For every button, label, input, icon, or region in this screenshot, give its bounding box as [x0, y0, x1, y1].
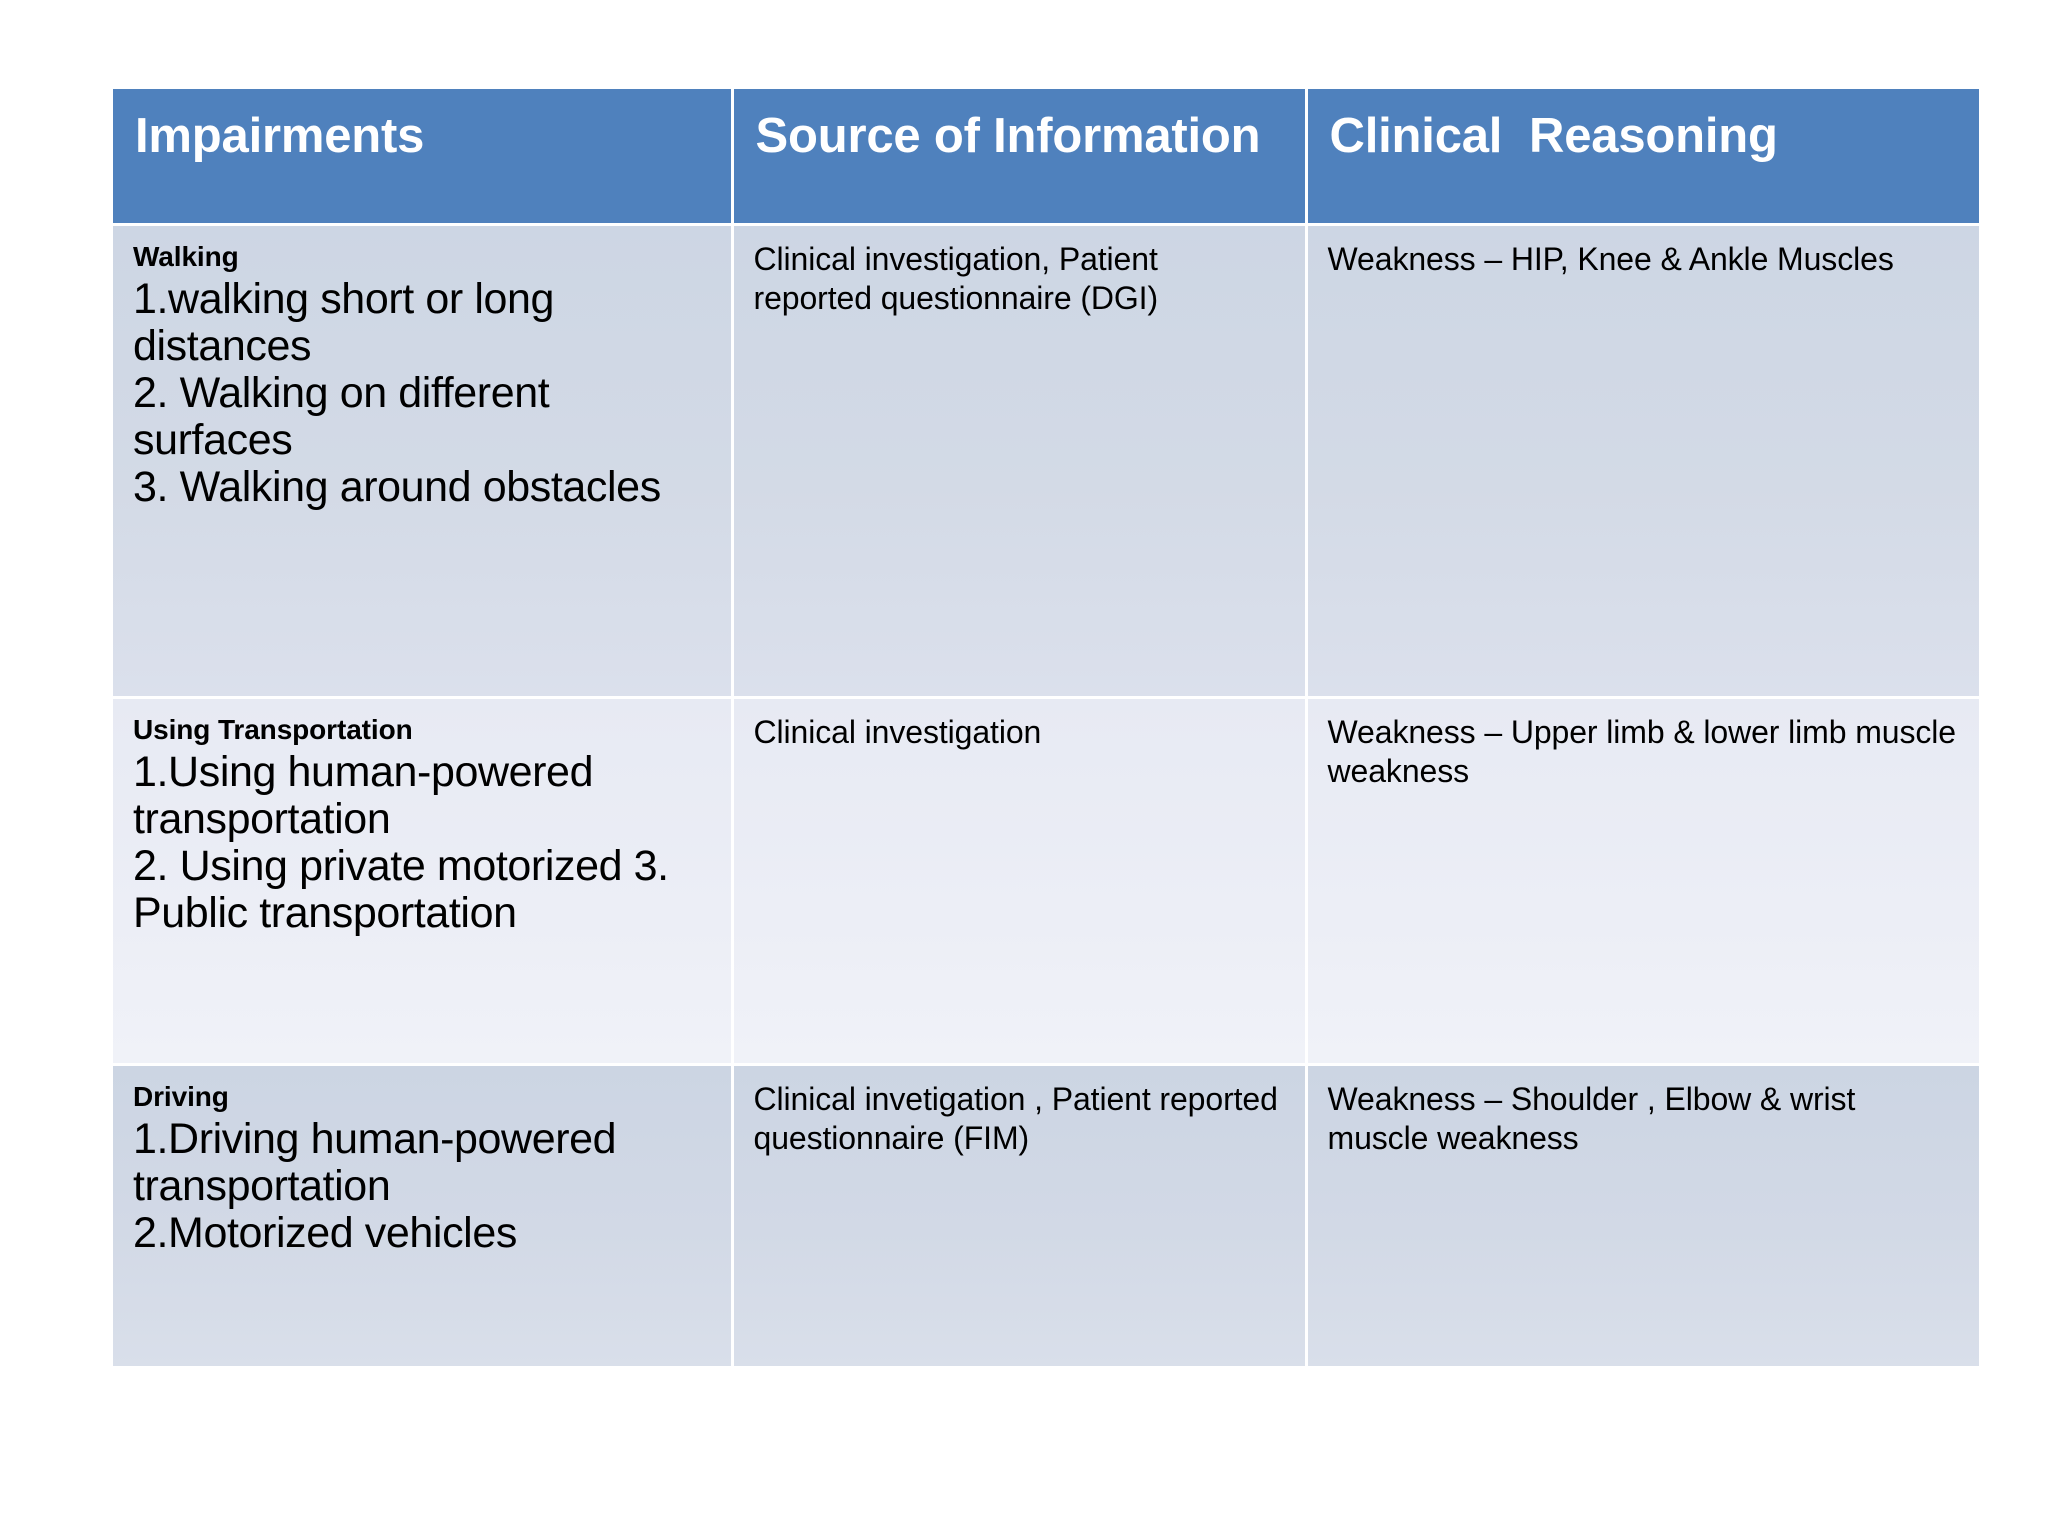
cell-impairment-driving: Driving 1.Driving human-powered transpor…	[113, 1065, 731, 1366]
column-header-impairments: Impairments	[113, 89, 731, 223]
impairment-items: 1.Using human-powered transportation 2. …	[133, 748, 669, 937]
impairment-title: Walking	[133, 240, 239, 272]
reasoning-text: Weakness – Upper limb & lower limb muscl…	[1327, 713, 1957, 789]
impairment-items: 1.Driving human-powered transportation 2…	[133, 1115, 617, 1257]
column-header-source-of-information: Source of Information	[733, 89, 1305, 223]
cell-impairment-walking: Walking 1.walking short or long distance…	[113, 225, 731, 696]
reasoning-text: Weakness – HIP, Knee & Ankle Muscles	[1327, 240, 1894, 277]
impairment-items: 1.walking short or long distances 2. Wal…	[133, 275, 661, 511]
impairments-table: Impairments Source of Information Clinic…	[110, 86, 1982, 1369]
source-text: Clinical invetigation , Patient reported…	[753, 1080, 1278, 1156]
table-row: Walking 1.walking short or long distance…	[113, 225, 1979, 696]
table-body: Walking 1.walking short or long distance…	[113, 225, 1979, 1366]
header-row: Impairments Source of Information Clinic…	[113, 89, 1979, 223]
source-text: Clinical investigation, Patient reported…	[753, 240, 1159, 316]
cell-source-using-transportation: Clinical investigation	[733, 698, 1305, 1063]
cell-reasoning-walking: Weakness – HIP, Knee & Ankle Muscles	[1307, 225, 1979, 696]
cell-reasoning-driving: Weakness – Shoulder , Elbow & wrist musc…	[1307, 1065, 1979, 1366]
impairment-title: Driving	[133, 1080, 229, 1112]
table-row: Driving 1.Driving human-powered transpor…	[113, 1065, 1979, 1366]
table-header: Impairments Source of Information Clinic…	[113, 89, 1979, 223]
cell-impairment-using-transportation: Using Transportation 1.Using human-power…	[113, 698, 731, 1063]
cell-reasoning-using-transportation: Weakness – Upper limb & lower limb muscl…	[1307, 698, 1979, 1063]
cell-source-driving: Clinical invetigation , Patient reported…	[733, 1065, 1305, 1366]
cell-source-walking: Clinical investigation, Patient reported…	[733, 225, 1305, 696]
column-header-clinical-reasoning: Clinical Reasoning	[1307, 89, 1979, 223]
reasoning-text: Weakness – Shoulder , Elbow & wrist musc…	[1327, 1080, 1856, 1156]
table-row: Using Transportation 1.Using human-power…	[113, 698, 1979, 1063]
source-text: Clinical investigation	[753, 713, 1042, 750]
impairments-table-container: Impairments Source of Information Clinic…	[110, 86, 1982, 1369]
impairment-title: Using Transportation	[133, 713, 413, 745]
